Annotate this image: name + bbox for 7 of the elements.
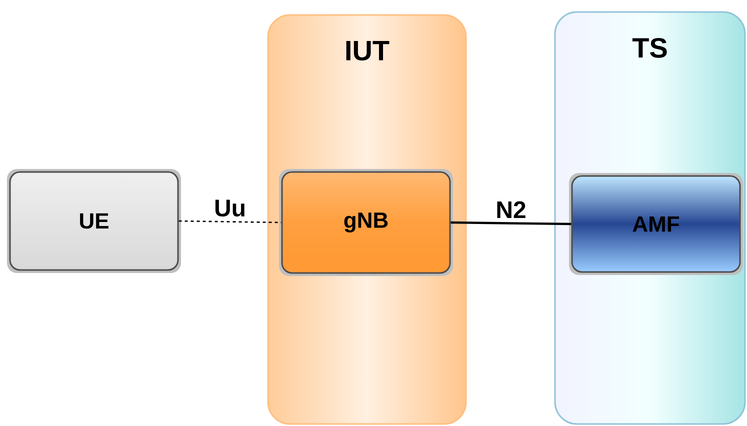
edge-label: Uu <box>213 198 247 218</box>
edge-label: N2 <box>494 200 528 220</box>
connector-line <box>450 221 572 226</box>
process-box: AMF <box>569 173 743 275</box>
connector-line <box>178 220 282 224</box>
process-box: UE <box>7 169 181 273</box>
process-box: gNB <box>279 169 453 276</box>
